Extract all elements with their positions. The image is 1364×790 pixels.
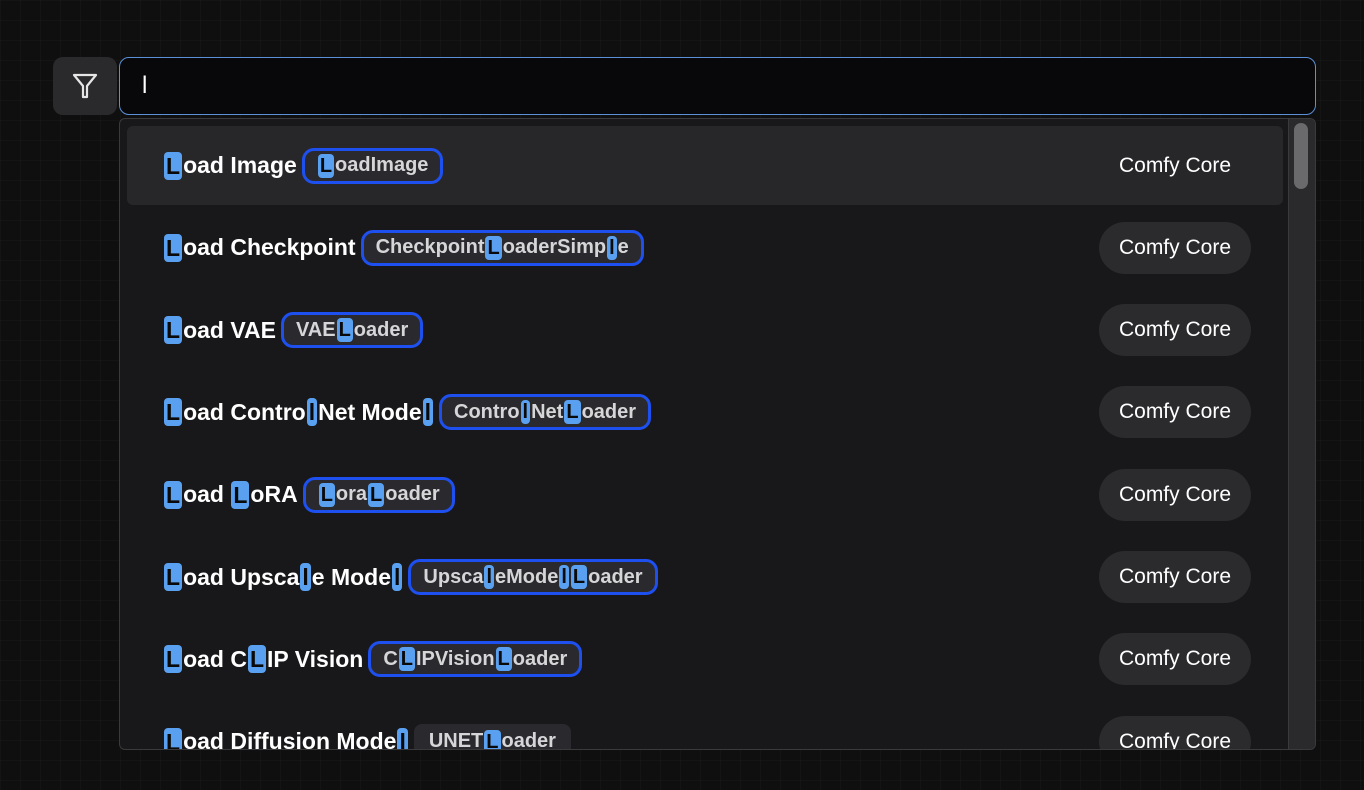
node-name-text: Checkpoint: [375, 236, 485, 259]
match-highlight: L: [570, 565, 588, 589]
source-badge: Comfy Core: [1098, 633, 1251, 686]
match-highlight: l: [484, 565, 494, 589]
match-highlight: l: [422, 398, 433, 427]
label-text: oad Image: [183, 152, 297, 178]
node-name-text: eMode: [495, 565, 559, 588]
node-name-text: C: [383, 647, 398, 670]
match-highlight: L: [564, 400, 581, 425]
match-highlight: L: [164, 151, 183, 180]
match-highlight: L: [318, 482, 335, 507]
node-name-text: oadImage: [335, 154, 429, 176]
node-name-text: ora: [335, 483, 368, 506]
node-name-text: Upsca: [423, 565, 484, 588]
node-name-text: Net: [531, 400, 564, 423]
source-badge: Comfy Core: [1098, 304, 1251, 357]
label-text: oad Checkpoint: [183, 234, 356, 261]
match-highlight: L: [336, 318, 353, 343]
label-text: oad VAE: [183, 316, 276, 343]
match-highlight: l: [397, 727, 408, 749]
node-name-text: UNET: [428, 730, 484, 749]
scrollbar-thumb[interactable]: [1294, 123, 1308, 189]
match-highlight: L: [247, 645, 267, 674]
match-highlight: l: [306, 398, 318, 427]
match-highlight: L: [368, 482, 385, 507]
label-text: oad: [183, 481, 231, 508]
source-badge: Comfy Core: [1098, 468, 1251, 521]
source-badge: Comfy Core: [1098, 386, 1251, 439]
source-badge: Comfy Core: [1118, 153, 1231, 177]
match-highlight: L: [231, 480, 250, 509]
match-highlight: l: [559, 565, 569, 589]
match-highlight: L: [164, 316, 183, 345]
match-highlight: l: [607, 235, 617, 260]
match-highlight: L: [164, 398, 183, 427]
label-text: oad Contro: [183, 398, 306, 425]
filter-funnel-icon: [72, 73, 98, 99]
label-text: Net Mode: [318, 398, 422, 425]
label-text: oad Upsca: [183, 563, 300, 590]
match-highlight: l: [392, 563, 403, 591]
node-name-text: e: [617, 236, 629, 259]
match-highlight: L: [398, 647, 415, 672]
source-badge: Comfy Core: [1098, 715, 1251, 749]
node-name-text: IPVision: [416, 647, 495, 670]
source-badge: Comfy Core: [1098, 221, 1251, 274]
match-highlight: L: [164, 727, 183, 749]
filter-button[interactable]: [53, 57, 117, 115]
match-highlight: L: [164, 645, 183, 674]
match-highlight: L: [484, 729, 501, 749]
label-text: oad C: [183, 645, 247, 672]
match-highlight: L: [164, 233, 183, 262]
node-name-text: oader: [501, 730, 556, 749]
source-badge: Comfy Core: [1098, 551, 1251, 603]
node-name-text: oaderSimp: [502, 236, 607, 259]
node-name-text: oader: [581, 400, 637, 423]
label-text: oRA: [250, 481, 298, 508]
label-text: IP Vision: [267, 645, 364, 672]
match-highlight: l: [300, 563, 311, 591]
scrollbar[interactable]: [1288, 119, 1315, 749]
node-name-text: oader: [353, 318, 409, 341]
node-name-text: VAE: [295, 318, 336, 341]
node-name-text: oader: [512, 647, 568, 670]
match-highlight: l: [520, 400, 531, 425]
match-highlight: L: [164, 563, 183, 591]
node-name-text: oader: [588, 565, 643, 588]
match-highlight: L: [164, 480, 183, 509]
match-highlight: L: [485, 235, 502, 260]
node-name-text: Contro: [454, 400, 520, 423]
label-text: e Mode: [311, 563, 392, 590]
node-name-text: oader: [385, 483, 440, 506]
match-highlight: L: [317, 153, 335, 178]
label-text: oad Diffusion Mode: [183, 728, 397, 749]
match-highlight: L: [495, 647, 512, 672]
search-input[interactable]: [119, 57, 1316, 115]
